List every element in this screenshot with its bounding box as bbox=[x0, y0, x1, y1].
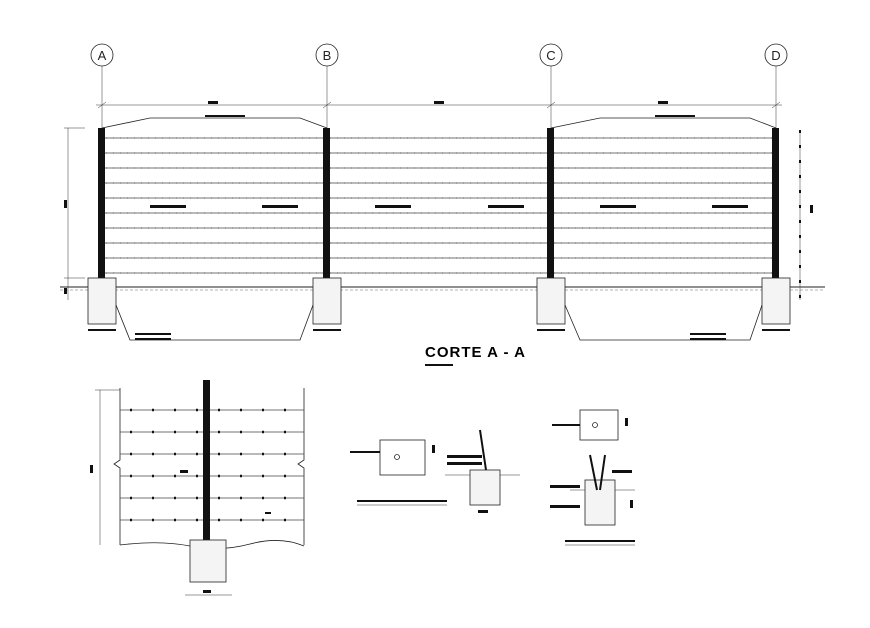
post-d bbox=[772, 128, 779, 303]
ground-line bbox=[60, 286, 825, 291]
axis-c-bubble: C bbox=[539, 43, 563, 130]
barb-marks bbox=[106, 137, 772, 274]
axis-d-label: D bbox=[771, 48, 780, 63]
top-dimension-line bbox=[96, 101, 782, 117]
axis-b-bubble: B bbox=[315, 43, 339, 130]
barbed-wire-lines bbox=[102, 137, 776, 274]
detail-frontal-elevation bbox=[90, 380, 305, 596]
footings bbox=[87, 277, 791, 341]
post-a bbox=[98, 128, 105, 303]
axis-d-bubble: D bbox=[764, 43, 788, 130]
detail-anchor-right bbox=[550, 409, 635, 546]
post-b bbox=[323, 128, 330, 303]
axis-a-label: A bbox=[98, 48, 107, 63]
detail-post bbox=[203, 380, 210, 545]
axis-c-label: C bbox=[546, 48, 555, 63]
section-title-group: CORTE A - A bbox=[425, 344, 526, 366]
axis-a-bubble: A bbox=[90, 43, 114, 130]
post-c bbox=[547, 128, 554, 303]
detail-anchor-middle bbox=[350, 429, 520, 513]
axis-b-label: B bbox=[323, 48, 332, 63]
left-vertical-dimension bbox=[64, 127, 85, 300]
right-vertical-dimension bbox=[799, 130, 813, 300]
section-title: CORTE A - A bbox=[425, 344, 526, 361]
axis-bubbles: A B C D bbox=[90, 43, 788, 130]
fence-elevation bbox=[98, 117, 779, 303]
